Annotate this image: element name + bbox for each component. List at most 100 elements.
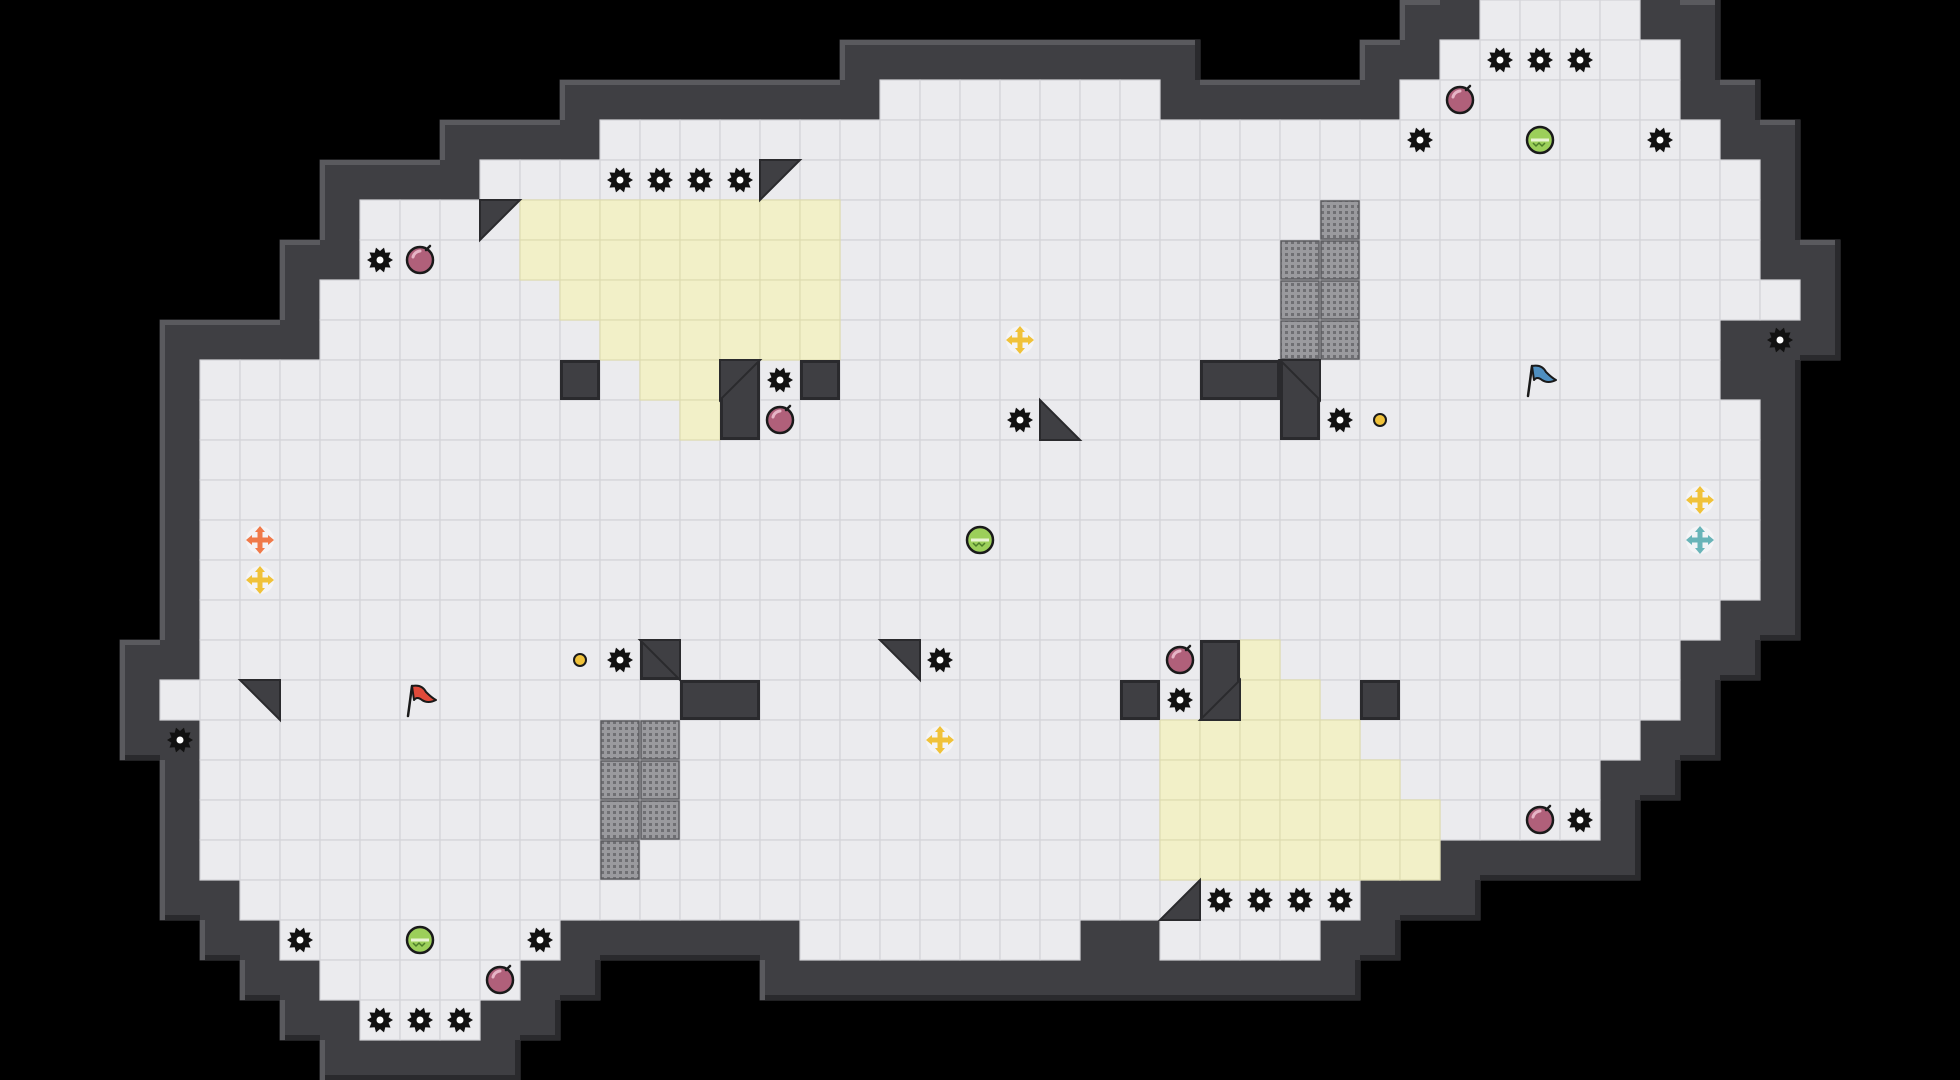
move-arrows-icon[interactable] (1686, 486, 1714, 514)
floor-tile (799, 439, 841, 481)
floor-tile (1319, 679, 1361, 721)
move-arrows-icon[interactable] (1006, 326, 1034, 354)
zone-tile (679, 239, 721, 281)
wall-tile (479, 119, 521, 161)
spike-hub (936, 656, 944, 664)
bomb-icon[interactable] (1525, 804, 1555, 835)
spike-icon (1327, 407, 1353, 433)
grate-tile (640, 760, 680, 800)
floor-tile (919, 599, 961, 641)
floor-tile (439, 399, 481, 441)
wall-tile (1719, 359, 1761, 401)
floor-tile (519, 439, 561, 481)
floor-tile (759, 479, 801, 521)
floor-tile (1639, 439, 1681, 481)
spike-icon (367, 247, 393, 273)
floor-tile (799, 159, 841, 201)
zone-tile (559, 199, 601, 241)
coin-icon[interactable] (1373, 413, 1387, 427)
floor-tile (479, 919, 521, 961)
bomb-icon[interactable] (765, 404, 795, 435)
floor-tile (199, 359, 241, 401)
highlight-zones (519, 199, 1441, 881)
floor-tile (1559, 279, 1601, 321)
bomb-icon[interactable] (485, 964, 515, 995)
floor-tile (1679, 359, 1721, 401)
wall-tile (639, 919, 681, 961)
zone-tile (1279, 839, 1321, 881)
floor-tile (359, 719, 401, 761)
pressure-plate-icon[interactable] (405, 925, 435, 955)
floor-tile (1159, 479, 1201, 521)
floor-tile (919, 279, 961, 321)
red-flag-icon[interactable] (406, 684, 437, 718)
floor-tile (1119, 439, 1161, 481)
floor-tile (1199, 399, 1241, 441)
floor-tile (1079, 119, 1121, 161)
zone-tile (639, 199, 681, 241)
floor-tile (1639, 359, 1681, 401)
floor-tile (839, 479, 881, 521)
move-arrows-icon[interactable] (246, 526, 274, 554)
wall-tile (799, 79, 841, 121)
floor-tile (1719, 239, 1761, 281)
wall-tile (1759, 119, 1801, 161)
pressure-plate-icon[interactable] (1525, 125, 1555, 155)
floor-tile (359, 679, 401, 721)
move-arrows-icon[interactable] (1686, 526, 1714, 554)
wall-rim (1000, 995, 1040, 1000)
zone-tile (719, 199, 761, 241)
wall-tile (1759, 559, 1801, 601)
floor-tile (799, 719, 841, 761)
floor-tile (1519, 639, 1561, 681)
zone-tile (1319, 839, 1361, 881)
floor-tile (999, 679, 1041, 721)
bomb-fuse (1184, 644, 1192, 652)
arrow-head (1006, 335, 1012, 345)
wall-tile (1079, 919, 1121, 961)
move-arrows-icon[interactable] (246, 566, 274, 594)
floor-tile (1119, 719, 1161, 761)
floor-tile (1479, 639, 1521, 681)
floor-tile (1639, 639, 1681, 681)
floor-tile (1239, 319, 1281, 361)
wall-rim (400, 160, 440, 165)
floor-tile (1079, 79, 1121, 121)
floor-tile (1079, 839, 1121, 881)
bomb-icon[interactable] (1165, 644, 1195, 675)
wall-rim (880, 40, 920, 45)
pressure-plate-icon[interactable] (965, 525, 995, 555)
floor-tile (799, 759, 841, 801)
wall-rim (200, 955, 240, 960)
wall-tile (1719, 599, 1761, 641)
floor-tile (479, 719, 521, 761)
wall-tile (1359, 879, 1401, 921)
move-arrows-icon[interactable] (926, 726, 954, 754)
bomb-icon[interactable] (405, 244, 435, 275)
wall-rim (200, 320, 240, 325)
floor-tile (1239, 239, 1281, 281)
floor-tile (199, 839, 241, 881)
floor-tile (1199, 279, 1241, 321)
blue-flag-icon[interactable] (1526, 364, 1557, 398)
coin-icon[interactable] (573, 653, 587, 667)
floor-tile (239, 359, 281, 401)
wall-rim (400, 1075, 440, 1080)
spike-icon (367, 1007, 393, 1033)
bomb-icon[interactable] (1445, 84, 1475, 115)
zone-tile (719, 319, 761, 361)
floor-tile (1039, 639, 1081, 681)
floor-tile (1159, 239, 1201, 281)
wall-rim (240, 960, 245, 1000)
floor-tile (839, 399, 881, 441)
bomb-shine (771, 409, 782, 419)
wall-rim (1240, 80, 1280, 85)
wall-rim (1400, 0, 1440, 5)
floor-tile (1599, 0, 1641, 41)
floor-tile (1439, 239, 1481, 281)
floor-tile (1239, 479, 1281, 521)
wall-rim (760, 80, 800, 85)
wall-rim (1795, 360, 1800, 400)
slope-tile (719, 359, 763, 403)
